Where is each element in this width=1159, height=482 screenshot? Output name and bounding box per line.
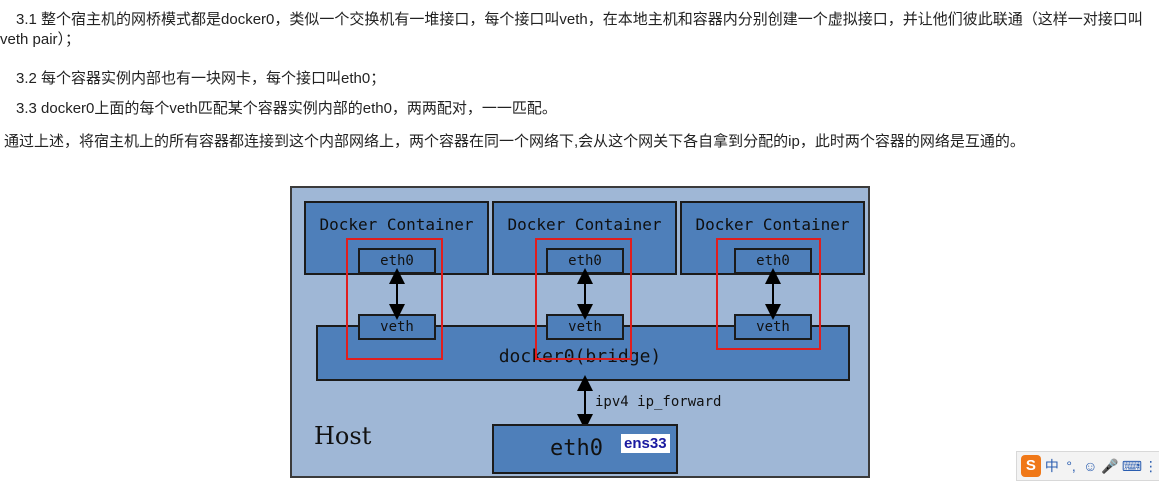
host-eth0-label: eth0 [550, 436, 603, 461]
ens33-tag: ens33 [621, 434, 670, 453]
emoji-icon[interactable]: ☺ [1083, 458, 1098, 474]
container-title: Docker Container [319, 215, 474, 234]
container-title: Docker Container [695, 215, 850, 234]
paragraph-3-3: 3.3 docker0上面的每个veth匹配某个容器实例内部的eth0，两两配对… [16, 100, 557, 117]
paragraph-3-1-body: 整个宿主机的网桥模式都是docker0，类似一个交换机有一堆接口，每个接口叫ve… [0, 11, 1143, 48]
microphone-icon[interactable]: 🎤 [1101, 457, 1119, 474]
paragraph-3-1: 3.1 整个宿主机的网桥模式都是docker0，类似一个交换机有一堆接口，每个接… [0, 10, 1150, 50]
container-eth0-2: eth0 [546, 248, 624, 274]
more-icon[interactable]: ⋮ [1143, 457, 1158, 474]
veth-pair-highlight-3 [716, 238, 821, 350]
veth-3: veth [734, 314, 812, 340]
container-eth0-1: eth0 [358, 248, 436, 274]
container-title: Docker Container [507, 215, 662, 234]
ip-forward-label: ipv4 ip_forward [595, 394, 722, 410]
keyboard-icon[interactable]: ⌨ [1121, 457, 1143, 474]
paragraph-3-2: 3.2 每个容器实例内部也有一块网卡，每个接口叫eth0； [16, 70, 386, 87]
host-eth0: eth0 ens33 [492, 424, 678, 474]
ime-toolbar[interactable]: S 中 °, ☺ 🎤 ⌨ ⋮ [1016, 451, 1159, 481]
veth-pair-highlight-2 [535, 238, 632, 360]
paragraph-summary: 通过上述，将宿主机上的所有容器都连接到这个内部网络上，两个容器在同一个网络下,会… [4, 133, 1025, 150]
paragraph-3-1-number: 3.1 [16, 11, 37, 28]
docker-network-diagram: docker0(bridge) Docker Container Docker … [290, 186, 870, 478]
host-label: Host [314, 422, 372, 450]
chinese-mode-toggle[interactable]: 中 [1044, 458, 1059, 474]
sogou-logo-icon[interactable]: S [1021, 455, 1041, 477]
bridge-label: docker0(bridge) [498, 346, 662, 367]
veth-pair-highlight-1 [346, 238, 443, 360]
punctuation-icon[interactable]: °, [1066, 458, 1076, 474]
